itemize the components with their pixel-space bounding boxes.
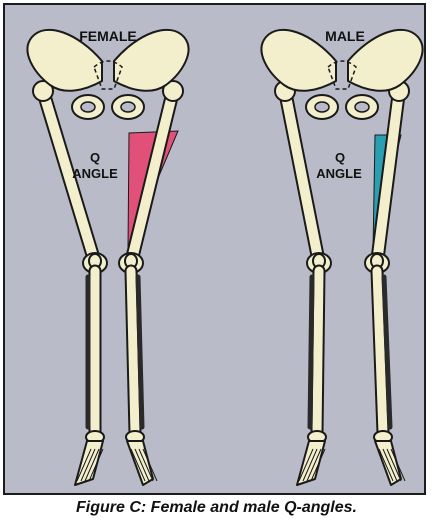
male-right-leg-tibia: [377, 271, 383, 433]
female-angle-label: ANGLE: [65, 167, 125, 180]
male-q-label: Q: [320, 151, 360, 164]
male-title: MALE: [315, 29, 375, 43]
male-angle-label: ANGLE: [309, 167, 369, 180]
male-pelvis-right-obturator: [355, 102, 369, 112]
figure-caption: Figure C: Female and male Q-angles.: [0, 499, 433, 521]
skeleton-illustration: [5, 5, 424, 493]
female-title: FEMALE: [68, 29, 148, 43]
male-pelvis-left-obturator: [315, 102, 329, 112]
q-angle-figure: FEMALE Q ANGLE MALE Q ANGLE: [3, 3, 426, 495]
female-q-label: Q: [75, 151, 115, 164]
female-pelvis-left-obturator: [81, 102, 95, 112]
male-left-leg-fibula: [310, 277, 312, 427]
female-pelvis-right-obturator: [121, 102, 135, 112]
male-left-leg-tibia: [317, 271, 319, 433]
female-right-leg-tibia: [131, 271, 135, 433]
